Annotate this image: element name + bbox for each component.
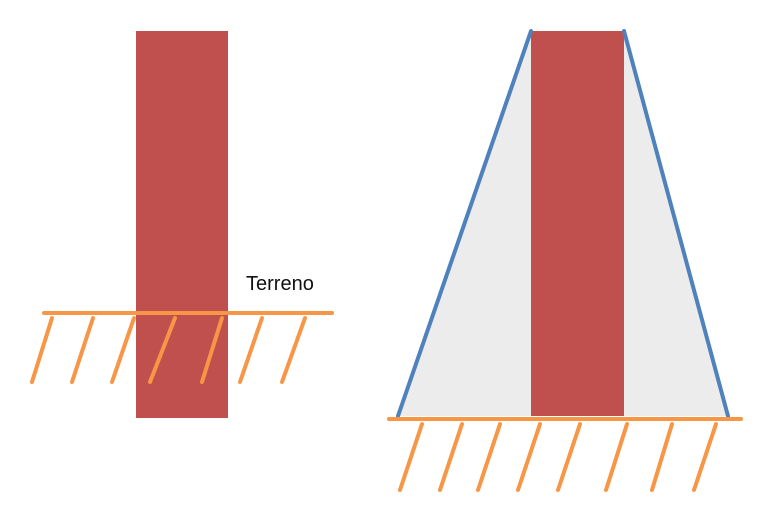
- right-left-slope-line: [396, 29, 533, 418]
- left-hatch-line: [110, 316, 136, 384]
- right-hatch-line: [398, 422, 424, 492]
- terrain-label: Terreno: [244, 272, 316, 296]
- left-hatch-line: [148, 316, 177, 384]
- left-hatch-line: [70, 316, 95, 384]
- left-pillar: [136, 31, 228, 418]
- left-hatch-line: [30, 316, 54, 384]
- right-hatch-line: [556, 422, 582, 492]
- right-pillar: [531, 31, 624, 416]
- right-hatch-line: [438, 422, 464, 492]
- right-hatch-line: [604, 422, 629, 492]
- right-hatch-line: [692, 422, 718, 492]
- left-figure: [30, 31, 334, 418]
- right-hatch-line: [516, 422, 542, 492]
- left-hatch-line: [200, 316, 224, 384]
- right-ground-hatching: [398, 422, 718, 492]
- left-hatch-line: [238, 316, 264, 384]
- right-right-slope-line: [622, 29, 730, 418]
- right-hatch-line: [650, 422, 674, 492]
- right-hatch-line: [476, 422, 502, 492]
- left-hatch-line: [280, 316, 307, 384]
- right-figure: [387, 29, 743, 492]
- left-ground-hatching: [30, 316, 307, 384]
